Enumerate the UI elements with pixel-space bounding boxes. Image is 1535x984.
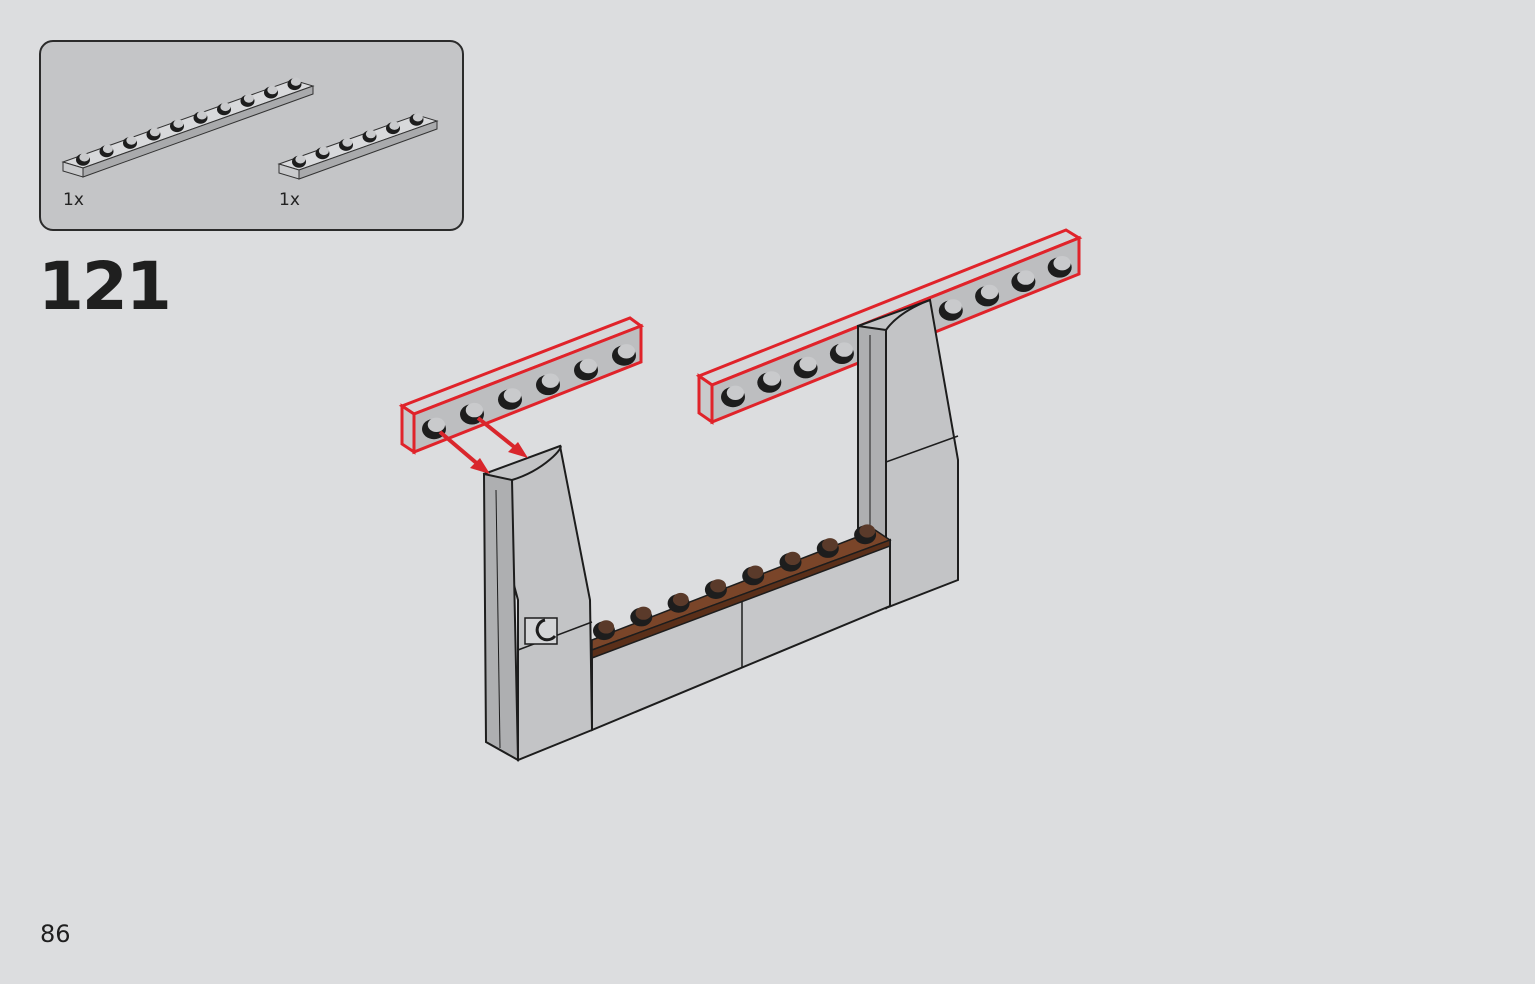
parts-plate-1x6-stud-top	[389, 121, 400, 130]
parts-plate-1x10-stud-top	[126, 136, 137, 145]
plate-1x6-icon	[277, 113, 439, 180]
plate-1x10-stud-top	[835, 342, 853, 357]
plate-1x6-stud-top	[617, 344, 636, 359]
new-plate-1x6	[398, 316, 645, 455]
base-plate-stud-top	[822, 538, 838, 552]
base-plate-stud-top	[784, 551, 801, 566]
parts-plate-1x10-stud-top	[149, 127, 160, 137]
plate-1x6-stud-top	[465, 402, 484, 418]
parts-plate-1x6-stud-top	[295, 155, 306, 164]
parts-illustration	[61, 77, 439, 180]
plate-1x10-stud-top	[980, 284, 999, 300]
plate-1x10-stud-top	[944, 299, 962, 314]
parts-plate-1x10-stud-top	[173, 119, 184, 128]
base-plate-stud-top	[672, 592, 689, 607]
parts-plate-1x10-stud-top	[220, 102, 231, 112]
base-plate-stud-top	[859, 524, 876, 538]
parts-plate-1x10-stud-top	[290, 77, 301, 86]
placement-arrows	[438, 416, 528, 474]
parts-plate-1x6-stud-top	[342, 138, 353, 147]
parts-plate-1x10-stud-top	[243, 94, 254, 103]
left-pillar	[482, 444, 594, 762]
quantity-label-plate-1x10: 1x	[63, 190, 84, 210]
parts-plate-1x10-stud-top	[267, 85, 278, 95]
step-number: 121	[38, 248, 172, 325]
clip-piece	[524, 617, 558, 645]
base-plate-stud-top	[598, 620, 615, 634]
plate-1x6-stud-top	[579, 358, 598, 374]
base-wall	[591, 524, 892, 732]
parts-plate-1x6-stud-top	[318, 146, 329, 156]
plate-1x10-stud-top	[763, 371, 781, 386]
base-plate-stud-top	[747, 565, 764, 579]
parts-list-box: 1x 1x	[39, 40, 464, 231]
plate-1x10-stud-top	[1053, 256, 1071, 271]
parts-plate-1x10-stud-top	[196, 111, 207, 120]
quantity-label-plate-1x6: 1x	[279, 190, 300, 210]
plate-1x6-stud-top	[541, 373, 560, 388]
parts-plate-1x6-stud-top	[365, 129, 376, 139]
page-number: 86	[40, 920, 71, 948]
plate-1x10-stud-top	[799, 356, 817, 372]
parts-plate-1x10-stud-top	[102, 144, 113, 154]
parts-plate-1x10-stud-top	[79, 153, 90, 162]
plate-1x10-stud-top	[726, 385, 745, 400]
plate-1x10-icon	[61, 77, 315, 178]
plate-1x6-stud-top	[427, 417, 446, 432]
base-plate-stud-top	[635, 606, 652, 620]
parts-plate-1x6-stud-top	[412, 113, 423, 122]
plate-1x10-stud-top	[1017, 270, 1035, 285]
base-plate-stud-top	[710, 579, 727, 593]
plate-1x6-stud-top	[503, 388, 522, 403]
